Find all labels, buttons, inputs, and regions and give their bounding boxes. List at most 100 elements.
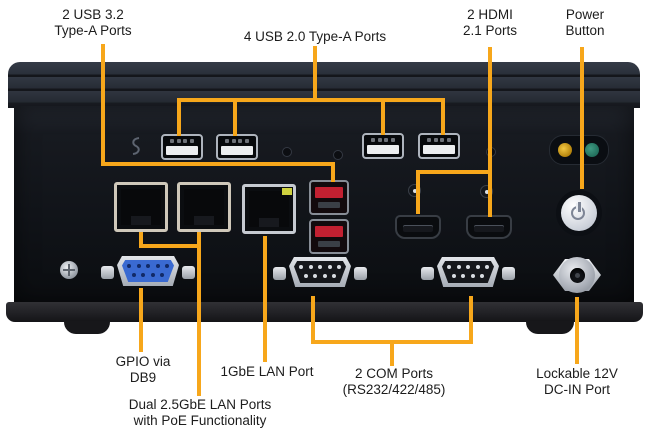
hdmi-port-2	[466, 215, 512, 239]
dc-pin	[575, 273, 580, 278]
logo-glyph-icon	[132, 137, 140, 155]
label-lan25g: Dual 2.5GbE LAN Ports with PoE Functiona…	[92, 397, 308, 428]
lan-sticker	[282, 188, 292, 195]
label-com-line1: 2 COM Ports	[354, 366, 433, 381]
callout-usb20-line	[381, 98, 385, 135]
com-port-2	[420, 254, 516, 294]
com-port-1	[272, 254, 368, 294]
label-power: Power Button	[543, 7, 627, 38]
jack-screw	[354, 267, 367, 280]
callout-usb20-line	[177, 98, 445, 102]
callout-lan1g-line	[263, 236, 267, 362]
label-hdmi: 2 HDMI 2.1 Ports	[438, 7, 542, 38]
usb-pins	[427, 138, 451, 142]
screw-hole	[333, 150, 343, 160]
usb-tongue	[221, 146, 253, 155]
hdmi-slot	[403, 225, 433, 232]
usb-pins	[371, 138, 395, 142]
jack-screw	[421, 267, 434, 280]
callout-lan25g-line	[197, 232, 201, 248]
power-button	[561, 195, 597, 231]
led-green	[585, 143, 599, 157]
usb2-port-4	[418, 133, 460, 159]
usb-tongue-red	[315, 187, 343, 198]
usb-contacts	[318, 202, 340, 208]
hdmi-port-1	[395, 215, 441, 239]
label-gpio: GPIO via DB9	[91, 354, 195, 385]
callout-usb20-line	[233, 98, 237, 136]
label-lan25g-line2: with PoE Functionality	[133, 412, 267, 428]
callout-usb32-line	[101, 44, 105, 166]
usb-contacts	[318, 241, 340, 247]
power-button-recess	[556, 190, 602, 236]
jack-screw	[101, 266, 114, 279]
callout-usb20-line	[177, 98, 181, 136]
label-power-line2: Button	[565, 22, 605, 38]
chassis-bottom-lip	[6, 302, 643, 322]
callout-power-line	[580, 47, 584, 189]
callout-usb20-line	[313, 46, 317, 102]
callout-lan25g-line	[139, 232, 143, 248]
label-hdmi-line1: 2 HDMI	[467, 7, 513, 22]
dc-in-port	[551, 256, 603, 296]
label-com: 2 COM Ports (RS232/422/485)	[322, 366, 466, 397]
usb-tongue	[423, 145, 455, 154]
usb-pins	[170, 139, 194, 143]
label-com-line2: (RS232/422/485)	[342, 381, 446, 397]
usb2-port-1	[161, 134, 203, 160]
led-indicator-cluster	[549, 135, 609, 165]
usb3-port-1	[309, 180, 349, 215]
label-hdmi-line2: 2.1 Ports	[462, 22, 518, 38]
callout-usb20-line	[441, 98, 445, 135]
callout-com-line	[311, 296, 315, 344]
label-usb20: 4 USB 2.0 Type-A Ports	[213, 29, 417, 45]
usb-pins	[225, 139, 249, 143]
usb-tongue	[166, 146, 198, 155]
usb-tongue-red	[315, 226, 343, 237]
rj45-tab	[259, 218, 279, 227]
callout-com-line	[390, 340, 394, 366]
callout-lan25g-line	[139, 244, 201, 248]
label-lan25g-line1: Dual 2.5GbE LAN Ports	[128, 397, 272, 412]
callout-lan25g-line	[197, 244, 201, 396]
chassis-screw	[60, 261, 78, 279]
jack-screw	[273, 267, 286, 280]
usb2-port-2	[216, 134, 258, 160]
callout-usb32-line	[101, 162, 335, 166]
gpio-db9-port	[100, 253, 196, 293]
callout-dcin-line	[575, 297, 579, 364]
callout-com-line	[469, 296, 473, 344]
callout-hdmi-line	[416, 170, 492, 174]
label-lan1g-line1: 1GbE LAN Port	[220, 364, 314, 379]
lan-port-1gbe	[242, 184, 296, 234]
label-gpio-line2: DB9	[129, 369, 157, 385]
label-gpio-line1: GPIO via	[115, 354, 171, 369]
callout-usb32-line	[331, 162, 335, 182]
jack-screw	[502, 267, 515, 280]
label-usb32: 2 USB 3.2 Type-A Ports	[30, 7, 156, 38]
lan-port-2-5gbe-2	[177, 182, 231, 232]
usb-tongue	[367, 145, 399, 154]
usb2-port-3	[362, 133, 404, 159]
hdmi-slot	[474, 225, 504, 232]
usb3-port-2	[309, 219, 349, 254]
label-dcin: Lockable 12V DC-IN Port	[515, 366, 639, 397]
lan-port-2-5gbe-1	[114, 182, 168, 232]
label-usb32-line1: 2 USB 3.2	[62, 7, 124, 22]
rj45-tab	[194, 216, 214, 225]
label-usb20-line1: 4 USB 2.0 Type-A Ports	[243, 29, 387, 44]
label-usb32-line2: Type-A Ports	[54, 22, 132, 38]
label-dcin-line1: Lockable 12V	[536, 366, 618, 381]
callout-gpio-line	[139, 288, 143, 352]
chassis-foot-right	[526, 321, 574, 334]
label-dcin-line2: DC-IN Port	[543, 381, 610, 397]
rj45-tab	[131, 216, 151, 225]
callout-hdmi-line	[416, 170, 420, 214]
label-power-line1: Power	[565, 7, 605, 22]
chassis-foot-left	[64, 321, 110, 334]
led-amber	[558, 143, 572, 157]
jack-screw	[182, 266, 195, 279]
screw-hole	[282, 147, 292, 157]
label-lan1g: 1GbE LAN Port	[203, 364, 331, 380]
callout-hdmi-line	[488, 47, 492, 217]
